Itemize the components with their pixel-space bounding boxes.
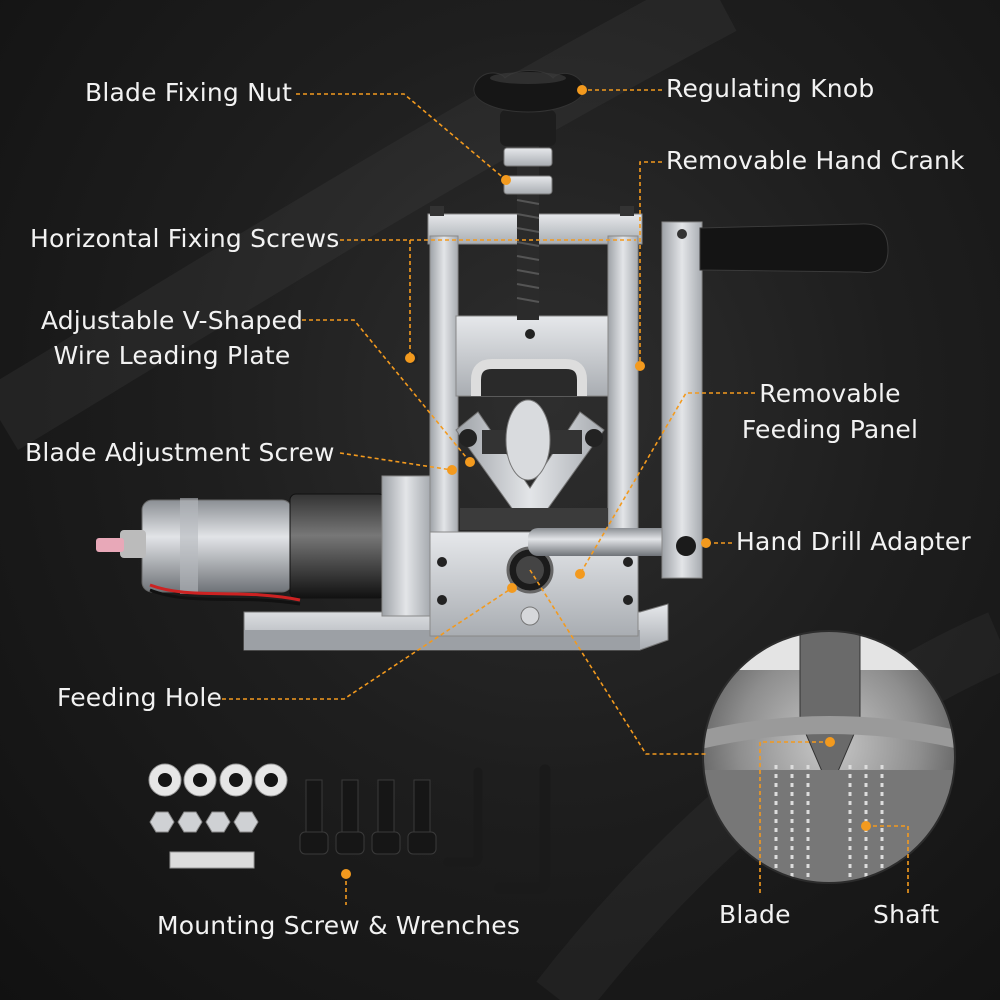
crank-handle xyxy=(699,223,889,274)
accessories xyxy=(148,763,551,894)
label-blade: Blade xyxy=(719,900,791,929)
label-shaft: Shaft xyxy=(873,900,940,929)
left-post xyxy=(429,235,459,537)
bolts xyxy=(299,779,437,855)
label-adjustable-plate-line1: Adjustable V-Shaped xyxy=(40,306,304,335)
motor-mount xyxy=(381,475,431,617)
zoom-blade xyxy=(799,631,861,792)
lower-nut xyxy=(503,175,553,195)
label-blade-fixing-nut: Blade Fixing Nut xyxy=(85,78,293,107)
label-removable-feeding-panel-line1: Removable xyxy=(759,379,901,408)
right-post xyxy=(607,235,639,537)
callout-leaders xyxy=(222,89,909,905)
zoom-detail xyxy=(702,630,956,884)
knob xyxy=(473,70,585,146)
label-feeding-hole: Feeding Hole xyxy=(57,683,223,712)
label-hand-drill-adapter: Hand Drill Adapter xyxy=(736,527,971,556)
label-blade-adjustment-screw: Blade Adjustment Screw xyxy=(25,438,335,467)
label-regulating-knob: Regulating Knob xyxy=(666,74,875,103)
washers xyxy=(148,763,288,797)
label-removable-feeding-panel-line2: Feeding Panel xyxy=(741,415,919,444)
hex-wrench-large xyxy=(494,764,551,894)
stripper-machine xyxy=(96,70,889,651)
motor xyxy=(96,475,431,617)
hex-wrench-small xyxy=(443,767,483,867)
feed-roller xyxy=(460,508,608,530)
blade-disc xyxy=(505,399,551,481)
motor-terminal xyxy=(96,538,124,552)
upper-nut xyxy=(503,147,553,167)
hex-rod xyxy=(169,851,255,869)
label-removable-hand-crank: Removable Hand Crank xyxy=(666,146,965,175)
label-adjustable-plate-line2: Wire Leading Plate xyxy=(53,341,291,370)
callout-dots xyxy=(341,85,871,879)
label-mounting-screw-wrenches: Mounting Screw & Wrenches xyxy=(157,911,521,940)
hex-nuts xyxy=(149,811,259,833)
label-horizontal-fixing-screws: Horizontal Fixing Screws xyxy=(30,224,340,253)
